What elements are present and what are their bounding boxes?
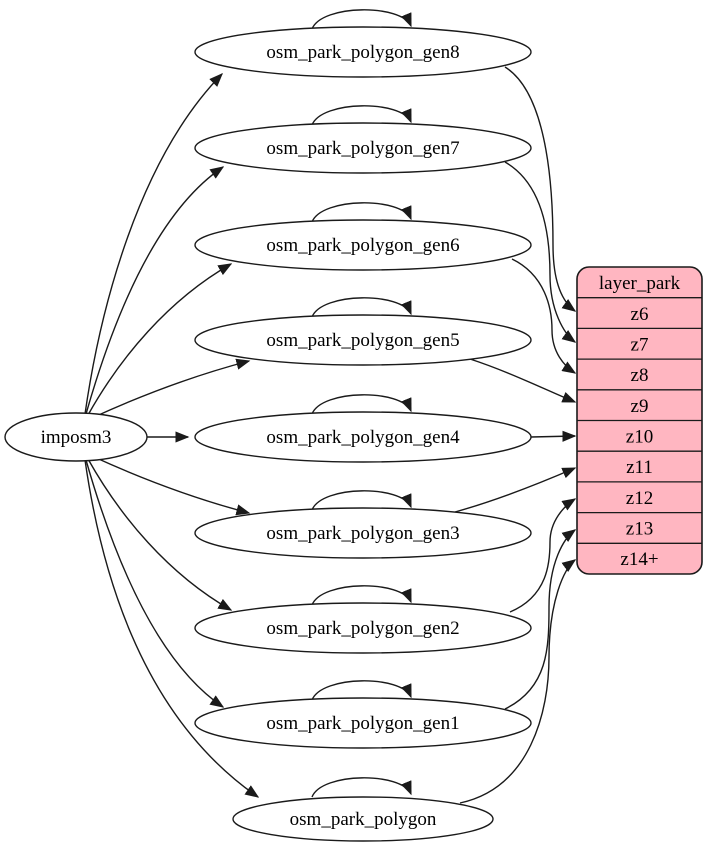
node-osm_park_polygon_gen7: osm_park_polygon_gen7 [194, 122, 532, 174]
self-loop-osm_park_polygon_gen1 [311, 680, 412, 701]
edge-imposm3-to-osm_park_polygon_gen7 [85, 166, 225, 415]
record-row-z8: z8 [631, 365, 649, 386]
node-osm_park_polygon_gen4: osm_park_polygon_gen4 [194, 411, 532, 463]
record-row-z7: z7 [631, 335, 649, 356]
record-row-z6: z6 [631, 304, 649, 325]
edge-osm_park_polygon_gen1-to-z13 [504, 529, 577, 710]
edge-imposm3-to-osm_park_polygon_gen1 [85, 459, 225, 708]
table-ellipse [194, 314, 532, 366]
edge-imposm3-to-osm_park_polygon_gen3 [91, 455, 251, 516]
layer-park-title: layer_park [599, 273, 681, 294]
table-label: osm_park_polygon_gen5 [266, 330, 459, 351]
edge-osm_park_polygon_gen2-to-z12 [509, 498, 577, 613]
node-osm_park_polygon_gen3: osm_park_polygon_gen3 [194, 507, 532, 559]
edges-tables-to-record [454, 66, 577, 804]
self-loop-osm_park_polygon_gen4 [311, 394, 412, 415]
edge-osm_park_polygon_gen4-to-z10 [530, 430, 577, 442]
table-label: osm_park_polygon_gen7 [266, 138, 459, 159]
node-osm_park_polygon_gen1: osm_park_polygon_gen1 [194, 697, 532, 749]
edge-imposm3-to-osm_park_polygon_gen6 [87, 263, 233, 416]
self-loop-osm_park_polygon_gen8 [311, 9, 412, 30]
self-loop-osm_park_polygon_gen3 [311, 490, 412, 511]
table-label: osm_park_polygon [290, 809, 437, 830]
table-label: osm_park_polygon_gen2 [266, 618, 459, 639]
edge-osm_park_polygon_gen7-to-z7 [504, 161, 577, 343]
table-ellipse [194, 26, 532, 78]
edge-osm_park_polygon_gen6-to-z8 [511, 258, 577, 374]
table-ellipse [194, 219, 532, 271]
self-loop-osm_park_polygon_gen6 [311, 202, 412, 223]
node-osm_park_polygon_gen8: osm_park_polygon_gen8 [194, 26, 532, 78]
node-imposm3: imposm3 [4, 412, 148, 462]
edge-imposm3-to-osm_park_polygon_gen8 [84, 72, 223, 415]
table-label: osm_park_polygon_gen3 [266, 523, 459, 544]
node-osm_park_polygon: osm_park_polygon [232, 796, 494, 842]
node-osm_park_polygon_gen5: osm_park_polygon_gen5 [194, 314, 532, 366]
table-ellipse [194, 602, 532, 654]
record-row-z11: z11 [626, 457, 653, 478]
node-osm_park_polygon_gen6: osm_park_polygon_gen6 [194, 219, 532, 271]
record-row-z12: z12 [626, 488, 653, 509]
table-label: osm_park_polygon_gen6 [266, 235, 459, 256]
self-loop-osm_park_polygon [311, 777, 412, 798]
table-ellipse [194, 122, 532, 174]
edge-imposm3-to-osm_park_polygon_gen5 [91, 358, 251, 419]
self-loop-osm_park_polygon_gen7 [311, 105, 412, 126]
node-layer_park: layer_park z6 z7 z8 z9 z10 z11 z12 z13 z… [576, 266, 703, 575]
self-loop-osm_park_polygon_gen5 [311, 297, 412, 318]
table-ellipse [194, 697, 532, 749]
table-label: osm_park_polygon_gen8 [266, 42, 459, 63]
table-ellipse [232, 796, 494, 842]
edge-osm_park_polygon-to-z14plus [459, 559, 577, 804]
edge-osm_park_polygon_gen3-to-z11 [454, 467, 577, 513]
table-ellipse [194, 411, 532, 463]
table-ellipse [194, 507, 532, 559]
edge-osm_park_polygon_gen8-to-z6 [504, 66, 577, 312]
edge-osm_park_polygon_gen5-to-z9 [469, 358, 577, 403]
edge-imposm3-to-osm_park_polygon [84, 459, 260, 798]
imposm3-ellipse [4, 412, 148, 462]
node-osm_park_polygon_gen2: osm_park_polygon_gen2 [194, 602, 532, 654]
record-row-z10: z10 [626, 427, 653, 448]
record-row-z13: z13 [626, 519, 653, 540]
edges-source-to-tables [84, 72, 260, 798]
edges-self-loops [311, 9, 412, 798]
edge-imposm3-to-osm_park_polygon_gen2 [87, 458, 233, 611]
imposm3-label: imposm3 [41, 427, 112, 448]
record-row-z14plus: z14+ [620, 549, 658, 570]
table-label: osm_park_polygon_gen4 [266, 427, 460, 448]
self-loop-osm_park_polygon_gen2 [311, 585, 412, 606]
table-label: osm_park_polygon_gen1 [266, 713, 459, 734]
record-row-z9: z9 [631, 396, 649, 417]
